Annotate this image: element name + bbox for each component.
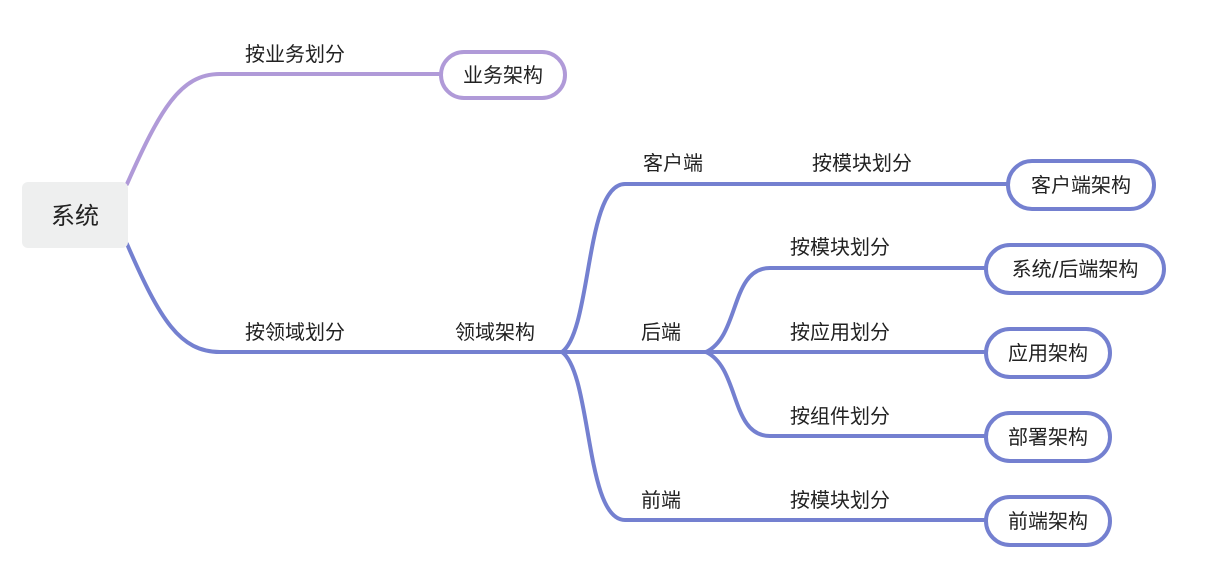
backend-application-division-label[interactable]: 按应用划分 — [790, 320, 890, 344]
frontend-leaf-node[interactable]: 前端架构 — [984, 495, 1112, 547]
business-branch-label[interactable]: 按业务划分 — [245, 42, 345, 66]
client-leaf-node[interactable]: 客户端架构 — [1006, 159, 1156, 211]
edge-root-to-business — [125, 72, 442, 186]
frontend-leaf-box — [984, 495, 1112, 547]
root-label: 系统 — [51, 202, 99, 230]
domain-branch-label[interactable]: 按领域划分 — [245, 320, 345, 344]
backend-modules-leaf-label: 系统/后端架构 — [1012, 257, 1139, 281]
edge-root-to-domain — [125, 242, 564, 354]
client-label[interactable]: 客户端 — [643, 151, 703, 175]
business-leaf-box — [439, 50, 567, 100]
backend-component-division-label[interactable]: 按组件划分 — [790, 404, 890, 428]
connectors — [125, 72, 1009, 522]
business-leaf-node[interactable]: 业务架构 — [439, 50, 567, 100]
backend-application-leaf-box — [984, 327, 1112, 379]
frontend-division-label[interactable]: 按模块划分 — [790, 488, 890, 512]
frontend-leaf-label: 前端架构 — [1008, 509, 1088, 533]
client-leaf-box — [1006, 159, 1156, 211]
domain-architecture-label[interactable]: 领域架构 — [455, 320, 535, 344]
root-box — [22, 182, 128, 248]
backend-application-leaf-label: 应用架构 — [1008, 341, 1088, 365]
backend-modules-leaf-node[interactable]: 系统/后端架构 — [984, 243, 1166, 295]
edge-domain-to-frontend — [560, 350, 988, 522]
edge-backend-to-component — [704, 350, 988, 438]
client-division-label[interactable]: 按模块划分 — [812, 151, 912, 175]
backend-application-leaf-node[interactable]: 应用架构 — [984, 327, 1112, 379]
backend-modules-leaf-box — [984, 243, 1166, 295]
backend-modules-division-label[interactable]: 按模块划分 — [790, 235, 890, 259]
backend-component-leaf-box — [984, 411, 1112, 463]
client-leaf-label: 客户端架构 — [1031, 173, 1131, 197]
frontend-label[interactable]: 前端 — [641, 488, 681, 512]
backend-component-leaf-node[interactable]: 部署架构 — [984, 411, 1112, 463]
backend-label[interactable]: 后端 — [641, 320, 681, 344]
business-leaf-label: 业务架构 — [463, 63, 543, 87]
edge-domain-to-client — [560, 182, 1009, 354]
backend-component-leaf-label: 部署架构 — [1008, 425, 1088, 449]
edge-backend-to-modules — [704, 266, 988, 354]
root-node[interactable]: 系统 — [22, 182, 128, 248]
